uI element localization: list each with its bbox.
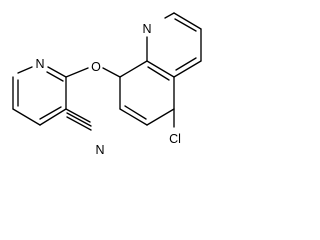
pyridine-ring bbox=[12, 66, 67, 126]
bond bbox=[17, 66, 33, 74]
bond bbox=[146, 60, 175, 78]
molecule-structure: N O N N Cl bbox=[12, 12, 202, 157]
chlorine-label: Cl bbox=[169, 132, 181, 146]
bond bbox=[39, 108, 67, 126]
bond bbox=[174, 18, 197, 32]
bond bbox=[12, 108, 41, 126]
quinoline-nitrogen-label: N bbox=[142, 22, 151, 36]
bond bbox=[47, 66, 67, 78]
quinoline-pyridine-ring bbox=[146, 12, 202, 78]
bond bbox=[146, 108, 175, 126]
ether-oxygen-label: O bbox=[91, 60, 101, 74]
bond bbox=[173, 60, 202, 78]
bond bbox=[175, 57, 197, 71]
bond bbox=[102, 67, 121, 78]
quinoline-benzo-ring bbox=[119, 60, 175, 126]
bond bbox=[66, 116, 92, 131]
nitrile-group bbox=[65, 108, 92, 131]
ether-linkage bbox=[65, 67, 121, 78]
bond bbox=[164, 12, 175, 19]
bond bbox=[173, 12, 202, 30]
bond bbox=[119, 108, 148, 126]
bond bbox=[119, 60, 148, 78]
bond bbox=[65, 108, 91, 123]
bond bbox=[39, 106, 62, 120]
bond bbox=[66, 112, 92, 127]
bond bbox=[65, 67, 89, 78]
bond bbox=[46, 71, 64, 82]
bond bbox=[124, 105, 147, 120]
pyridine-nitrogen-label: N bbox=[35, 57, 44, 71]
nitrile-nitrogen-label: N bbox=[95, 143, 104, 157]
bond bbox=[147, 66, 170, 81]
